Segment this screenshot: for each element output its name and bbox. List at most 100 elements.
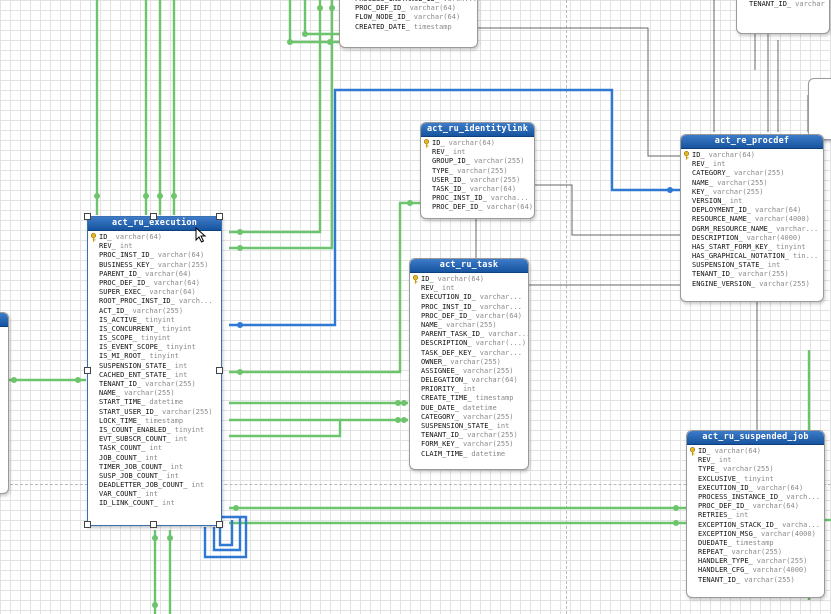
column-row[interactable]: TENANT_ID_varchar(255): [698, 576, 820, 585]
resize-handle[interactable]: [216, 213, 223, 220]
resize-handle[interactable]: [150, 521, 157, 528]
table-act-ru-suspended-job[interactable]: act_ru_suspended_job ID_varchar(64)REV_i…: [686, 430, 825, 598]
column-row[interactable]: ID_varchar(64): [90, 233, 217, 242]
column-row[interactable]: DUEDATE_timestamp: [698, 539, 820, 548]
table-act-ru-identitylink[interactable]: act_ru_identitylink ID_varchar(64)REV_in…: [420, 122, 535, 219]
column-row[interactable]: DUE_DATE_datetime: [421, 404, 524, 413]
column-row[interactable]: IS_ACTIVE_tinyint: [99, 316, 217, 325]
column-row[interactable]: JOB_COUNT_int: [99, 454, 217, 463]
column-row[interactable]: EXCLUSIVE_tinyint: [698, 475, 820, 484]
column-row[interactable]: REV_int: [99, 242, 217, 251]
column-row[interactable]: PARENT_ID_varchar(64): [99, 270, 217, 279]
column-row[interactable]: DEADLETTER_JOB_COUNT_int: [99, 481, 217, 490]
column-row[interactable]: NAME_varchar(255): [99, 389, 217, 398]
column-row[interactable]: REV_int: [421, 284, 524, 293]
resize-handle[interactable]: [216, 521, 223, 528]
column-row[interactable]: TENANT_ID_varchar: [749, 0, 825, 9]
column-row[interactable]: DEPLOYMENT_ID_varchar(64): [692, 206, 819, 215]
column-row[interactable]: CREATED_DATE_timestamp: [355, 23, 473, 32]
column-row[interactable]: RESOURCE_NAME_varchar(4000): [692, 215, 819, 224]
column-row[interactable]: DESCRIPTION_varchar(4000): [692, 234, 819, 243]
column-row[interactable]: EXECUTION_ID_varchar(64): [698, 484, 820, 493]
column-row[interactable]: REV_int: [432, 148, 530, 157]
column-row[interactable]: VERSION_int: [692, 197, 819, 206]
column-row[interactable]: CREATE_TIME_timestamp: [421, 394, 524, 403]
column-row[interactable]: KEY_varchar(255): [692, 188, 819, 197]
resize-handle[interactable]: [84, 521, 91, 528]
column-row[interactable]: PROC_DEF_ID_varchar(64): [698, 502, 820, 511]
column-row[interactable]: EXECUTION_ID_varchar...: [421, 293, 524, 302]
column-row[interactable]: PROC_INST_ID_varchar...: [421, 303, 524, 312]
column-row[interactable]: CACHED_ENT_STATE_int: [99, 371, 217, 380]
column-row[interactable]: ASSIGNEE_varchar(255): [421, 367, 524, 376]
column-row[interactable]: ID_varchar(64): [423, 139, 530, 148]
column-row[interactable]: IS_EVENT_SCOPE_tinyint: [99, 343, 217, 352]
column-row[interactable]: EXCEPTION_MSG_varchar(4000): [698, 530, 820, 539]
column-row[interactable]: TENANT_ID_varchar(255): [421, 431, 524, 440]
column-row[interactable]: TIMER_JOB_COUNT_int: [99, 463, 217, 472]
column-row[interactable]: IS_MI_ROOT_tinyint: [99, 352, 217, 361]
column-row[interactable]: EVT_SUBSCR_COUNT_int: [99, 435, 217, 444]
table-top-left-partial[interactable]: PROCESS_INSTANCE_ID_varch...PROC_DEF_ID_…: [339, 0, 478, 48]
column-row[interactable]: RETRIES_int: [698, 511, 820, 520]
column-row[interactable]: HANDLER_CFG_varchar(4000): [698, 566, 820, 575]
column-row[interactable]: CLAIM_TIME_datetime: [421, 450, 524, 459]
resize-handle[interactable]: [216, 367, 223, 374]
column-row[interactable]: PROC_DEF_ID_varchar(64): [421, 312, 524, 321]
column-row[interactable]: HANDLER_TYPE_varchar(255): [698, 557, 820, 566]
column-row[interactable]: REV_int: [692, 160, 819, 169]
column-row[interactable]: PROCESS_INSTANCE_ID_varch...: [355, 0, 477, 4]
column-row[interactable]: OWNER_varchar(255): [421, 358, 524, 367]
column-row[interactable]: ACT_ID_varchar(255): [99, 307, 217, 316]
column-row[interactable]: BUSINESS_KEY_varchar(255): [99, 261, 217, 270]
column-row[interactable]: TASK_COUNT_int: [99, 444, 217, 453]
column-row[interactable]: USER_ID_varchar(255): [432, 176, 530, 185]
table-right-edge-partial[interactable]: [808, 78, 831, 140]
column-row[interactable]: PROC_DEF_ID_varchar(64): [432, 203, 533, 212]
column-row[interactable]: CATEGORY_varchar(255): [421, 413, 524, 422]
column-row[interactable]: LOCK_TIME_timestamp: [99, 417, 217, 426]
column-row[interactable]: REPEAT_varchar(255): [698, 548, 820, 557]
column-row[interactable]: EXCEPTION_STACK_ID_varcha...: [698, 521, 820, 530]
column-row[interactable]: NAME_varchar(255): [692, 179, 819, 188]
column-row[interactable]: IS_SCOPE_tinyint: [99, 334, 217, 343]
column-row[interactable]: PROC_DEF_ID_varchar(64): [99, 279, 217, 288]
column-row[interactable]: ID_varchar(64): [683, 151, 819, 160]
column-row[interactable]: START_USER_ID_varchar(255): [99, 408, 217, 417]
column-row[interactable]: REV_int: [698, 456, 820, 465]
column-row[interactable]: PARENT_TASK_ID_varchar...: [421, 330, 528, 339]
column-row[interactable]: ID_varchar(64): [412, 275, 524, 284]
column-row[interactable]: PROC_DEF_ID_varchar(64): [355, 4, 473, 13]
column-row[interactable]: ID_LINK_COUNT_int: [99, 499, 217, 508]
column-row[interactable]: TYPE_varchar(255): [698, 465, 820, 474]
column-row[interactable]: DELEGATION_varchar(64): [421, 376, 524, 385]
column-row[interactable]: FLOW_NODE_ID_varchar(64): [355, 13, 473, 22]
column-row[interactable]: DGRM_RESOURCE_NAME_varchar...: [692, 225, 819, 234]
column-row[interactable]: HAS_GRAPHICAL_NOTATION_tin...: [692, 252, 819, 261]
column-row[interactable]: NAME_varchar(255): [421, 321, 524, 330]
column-row[interactable]: ROOT_PROC_INST_ID_varch...: [99, 297, 217, 306]
column-row[interactable]: SUSPENSION_STATE_int: [99, 362, 217, 371]
column-row[interactable]: SUSPENSION_STATE_int: [692, 261, 819, 270]
column-row[interactable]: PRIORITY_int: [421, 385, 524, 394]
column-row[interactable]: PROC_INST_ID_varcha...: [432, 194, 530, 203]
resize-handle[interactable]: [84, 367, 91, 374]
column-row[interactable]: START_TIME_datetime: [99, 398, 217, 407]
column-row[interactable]: HAS_START_FORM_KEY_tinyint: [692, 243, 819, 252]
column-row[interactable]: CATEGORY_varchar(255): [692, 169, 819, 178]
column-row[interactable]: TYPE_varchar(255): [432, 167, 530, 176]
column-row[interactable]: TASK_DEF_KEY_varchar...: [421, 349, 524, 358]
column-row[interactable]: PROC_INST_ID_varchar(64): [99, 251, 217, 260]
column-row[interactable]: IS_CONCURRENT_tinyint: [99, 325, 217, 334]
column-row[interactable]: SUSPENSION_STATE_int: [421, 422, 524, 431]
column-row[interactable]: VAR_COUNT_int: [99, 490, 217, 499]
column-row[interactable]: ENGINE_VERSION_varchar(255): [692, 280, 819, 289]
column-row[interactable]: SUPER_EXEC_varchar(64): [99, 288, 217, 297]
column-row[interactable]: ID_varchar(64): [689, 447, 820, 456]
resize-handle[interactable]: [150, 213, 157, 220]
column-row[interactable]: FORM_KEY_varchar(255): [421, 440, 524, 449]
column-row[interactable]: TASK_ID_varchar(64): [432, 185, 530, 194]
